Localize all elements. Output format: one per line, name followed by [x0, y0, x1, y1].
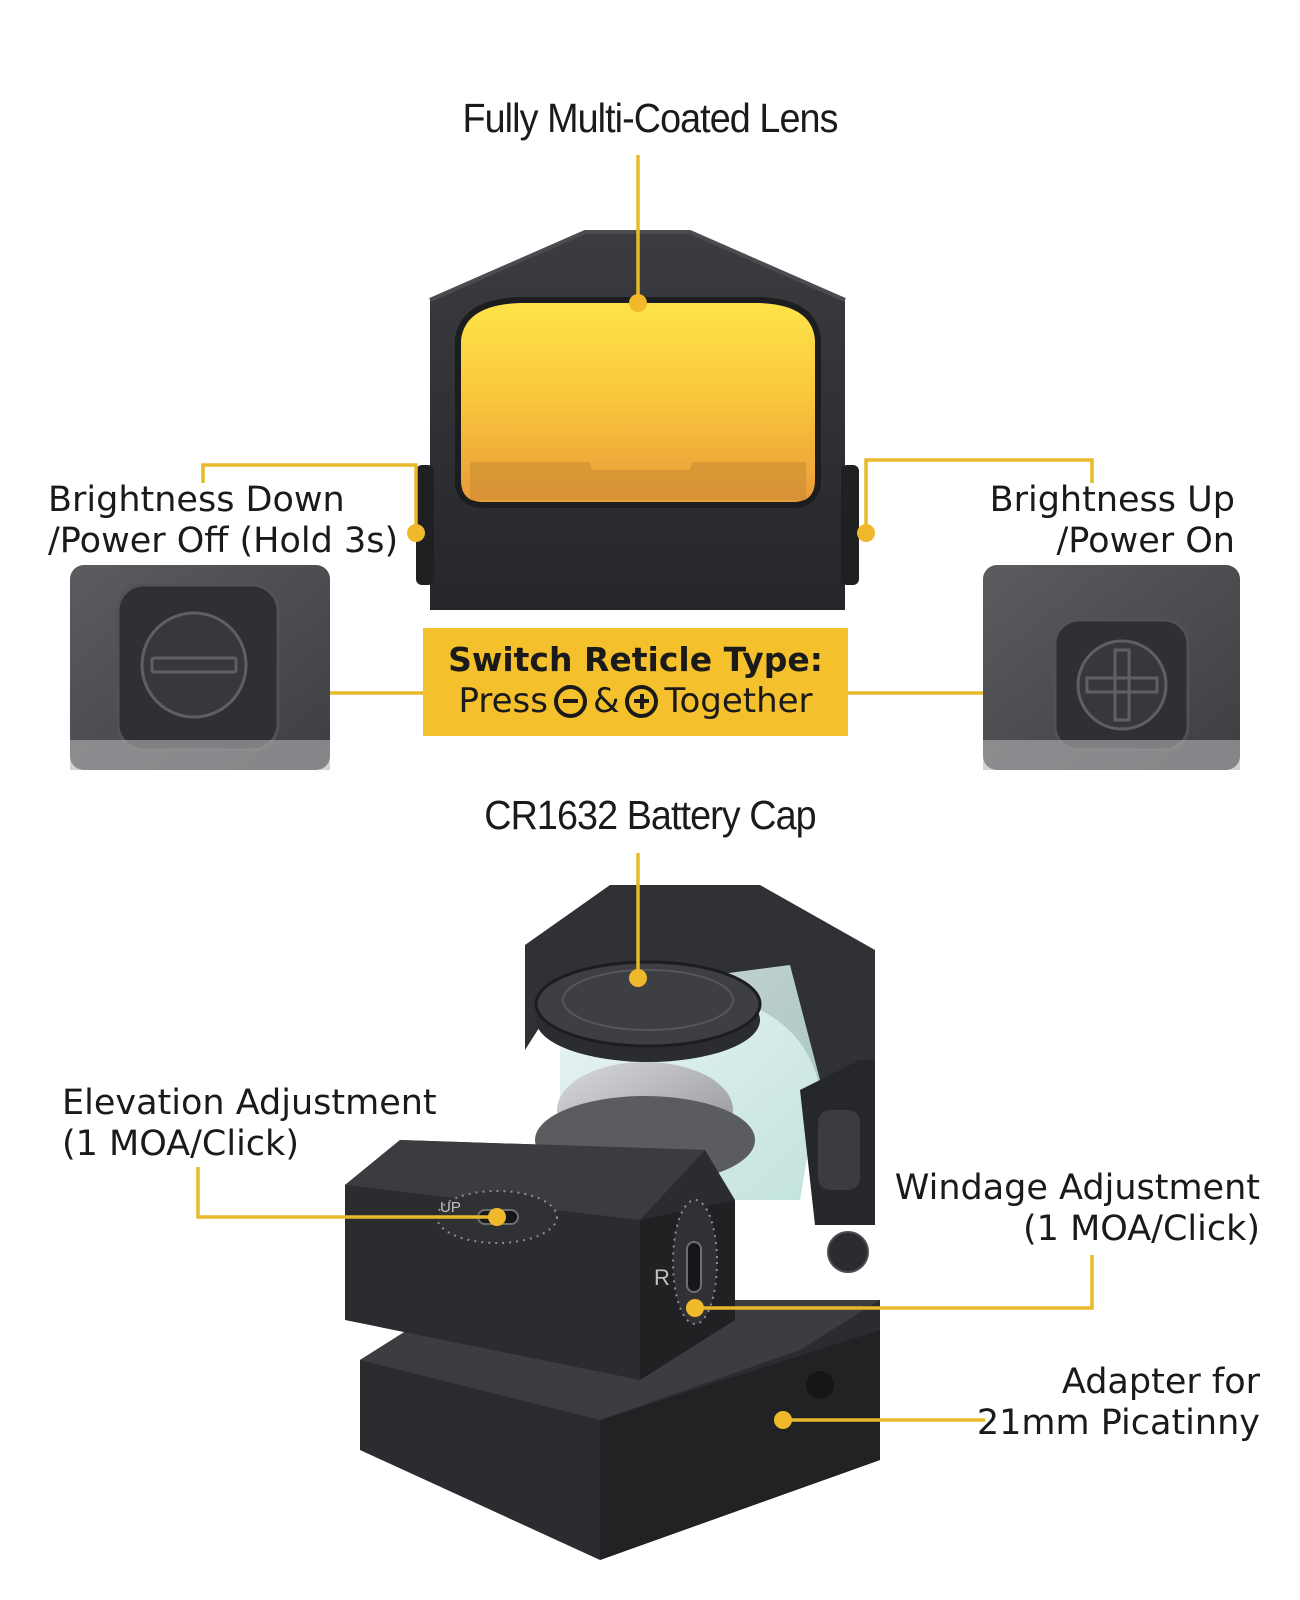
switch-amp-text: &: [592, 681, 620, 721]
r-engraving: R: [654, 1265, 670, 1290]
minus-button-closeup: [70, 565, 330, 770]
minus-circle-icon: [553, 684, 587, 718]
brightness-down-line2: /Power Off (Hold 3s): [48, 521, 399, 561]
elevation-line2: (1 MOA/Click): [62, 1124, 299, 1164]
windage-line2: (1 MOA/Click): [1023, 1209, 1260, 1249]
brightness-up-label: Brightness Up /Power On: [990, 480, 1235, 562]
lens: [455, 297, 821, 508]
switch-reticle-title: Switch Reticle Type:: [448, 640, 823, 679]
battery-cap: [534, 960, 762, 1048]
adapter-line1: Adapter for: [1061, 1362, 1260, 1402]
plus-icon: [1076, 639, 1168, 731]
elevation-label: Elevation Adjustment (1 MOA/Click): [62, 1083, 437, 1165]
elevation-line1: Elevation Adjustment: [62, 1083, 437, 1123]
leader-lines: [196, 155, 1094, 1422]
brightness-up-line1: Brightness Up: [989, 480, 1235, 520]
brightness-up-line2: /Power On: [1056, 521, 1235, 561]
right-button-side: [841, 465, 859, 585]
adapter-line2: 21mm Picatinny: [976, 1403, 1260, 1443]
minus-icon: [140, 611, 248, 719]
windage-screw: [686, 1241, 702, 1293]
lens-label: Fully Multi-Coated Lens: [462, 95, 838, 141]
plus-button-closeup: [983, 565, 1240, 770]
sight-isometric-view: UP R: [345, 885, 880, 1560]
brightness-down-label: Brightness Down /Power Off (Hold 3s): [48, 480, 398, 562]
left-button-side: [416, 465, 434, 585]
switch-press-text: Press: [458, 681, 548, 721]
switch-reticle-callout: Switch Reticle Type: Press & Together: [423, 628, 848, 736]
windage-label: Windage Adjustment (1 MOA/Click): [895, 1168, 1260, 1250]
up-engraving: UP: [440, 1199, 461, 1216]
switch-reticle-instruction: Press & Together: [423, 680, 848, 722]
windage-line1: Windage Adjustment: [894, 1168, 1260, 1208]
sight-front-view: [416, 230, 859, 610]
switch-together-text: Together: [664, 681, 813, 721]
brightness-down-line1: Brightness Down: [48, 480, 345, 520]
plus-circle-icon: [625, 684, 659, 718]
adapter-label: Adapter for 21mm Picatinny: [977, 1362, 1260, 1444]
battery-cap-label: CR1632 Battery Cap: [484, 792, 816, 838]
leader-dots: [407, 294, 875, 1429]
